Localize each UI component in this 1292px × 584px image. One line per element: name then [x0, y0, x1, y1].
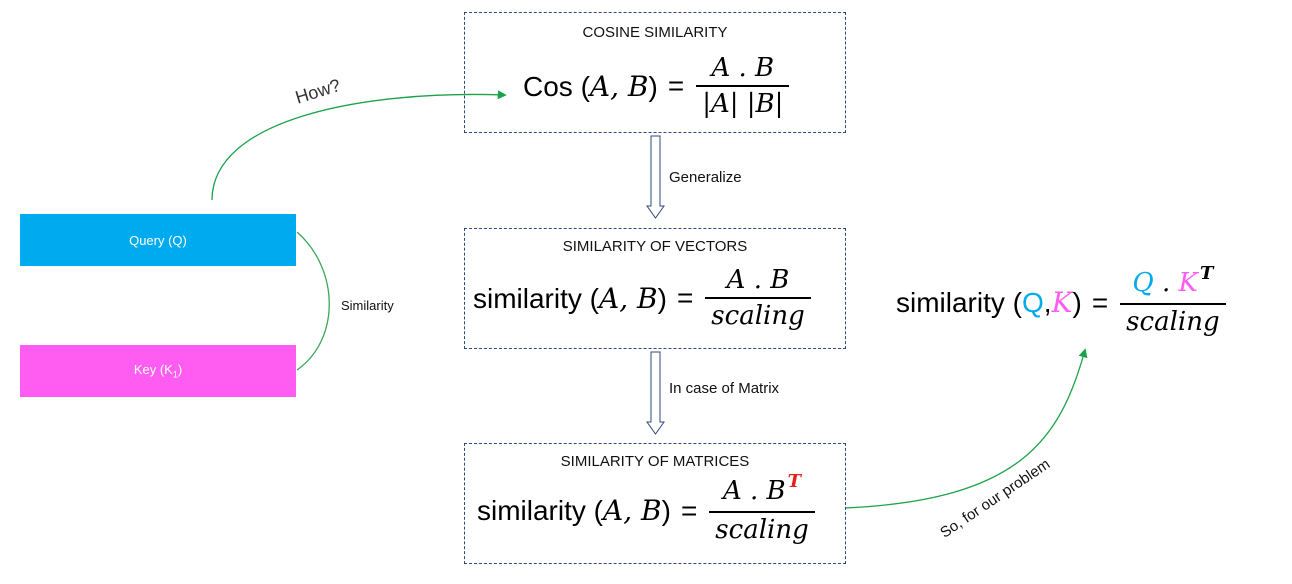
matrices-equals: = [680, 494, 698, 526]
cosine-similarity-box: COSINE SIMILARITY Cos (A, B) = A . B |A|… [464, 12, 846, 133]
query-box: Query (Q) [20, 214, 296, 266]
vectors-title: SIMILARITY OF VECTORS [562, 238, 748, 255]
vectors-similarity-box: SIMILARITY OF VECTORS similarity (A, B) … [464, 228, 846, 349]
matrices-denominator: scaling [715, 515, 809, 545]
result-denominator: scaling [1126, 307, 1220, 337]
matrix-case-label: In case of Matrix [669, 380, 780, 397]
matrices-similarity-box: SIMILARITY OF MATRICES similarity (A, B)… [464, 443, 846, 564]
vectors-lhs: similarity (A, B) [473, 281, 667, 315]
vectors-denominator: scaling [711, 301, 805, 331]
vectors-fraction: A . B scaling [705, 263, 811, 333]
cosine-denominator: |A| |B| [702, 89, 784, 119]
result-lhs: similarity (Q,K) [896, 286, 1082, 319]
cosine-equals: = [667, 70, 685, 101]
key-box: Key (K1) [20, 345, 296, 397]
generalize-arrow [646, 135, 665, 219]
cosine-fraction: A . B |A| |B| [696, 51, 790, 121]
cosine-title: COSINE SIMILARITY [582, 24, 728, 41]
result-fraction-bar [1120, 303, 1226, 305]
similarity-label: Similarity [341, 298, 394, 313]
matrices-fraction-bar [709, 511, 815, 513]
transpose-superscript: T [787, 471, 802, 492]
cosine-lhs: Cos (A, B) [523, 69, 658, 103]
similarity-arc [296, 231, 330, 371]
generalize-label: Generalize [669, 169, 742, 186]
matrices-title: SIMILARITY OF MATRICES [560, 453, 750, 470]
vectors-numerator: A . B [726, 265, 790, 295]
vectors-equals: = [676, 282, 694, 313]
how-arrow [211, 90, 507, 201]
matrices-lhs: similarity (A, B) [477, 494, 671, 527]
vectors-formula: similarity (A, B) = A . B scaling [473, 263, 811, 333]
query-label: Query (Q) [129, 232, 187, 248]
cosine-numerator: A . B [711, 53, 775, 83]
result-equals: = [1091, 286, 1109, 318]
our-problem-arrow [844, 348, 1088, 509]
vectors-fraction-bar [705, 297, 811, 299]
key-label: Key (K1) [133, 362, 183, 380]
cosine-fraction-bar [696, 85, 790, 87]
cosine-formula: Cos (A, B) = A . B |A| |B| [523, 51, 790, 121]
matrix-arrow [646, 351, 665, 435]
